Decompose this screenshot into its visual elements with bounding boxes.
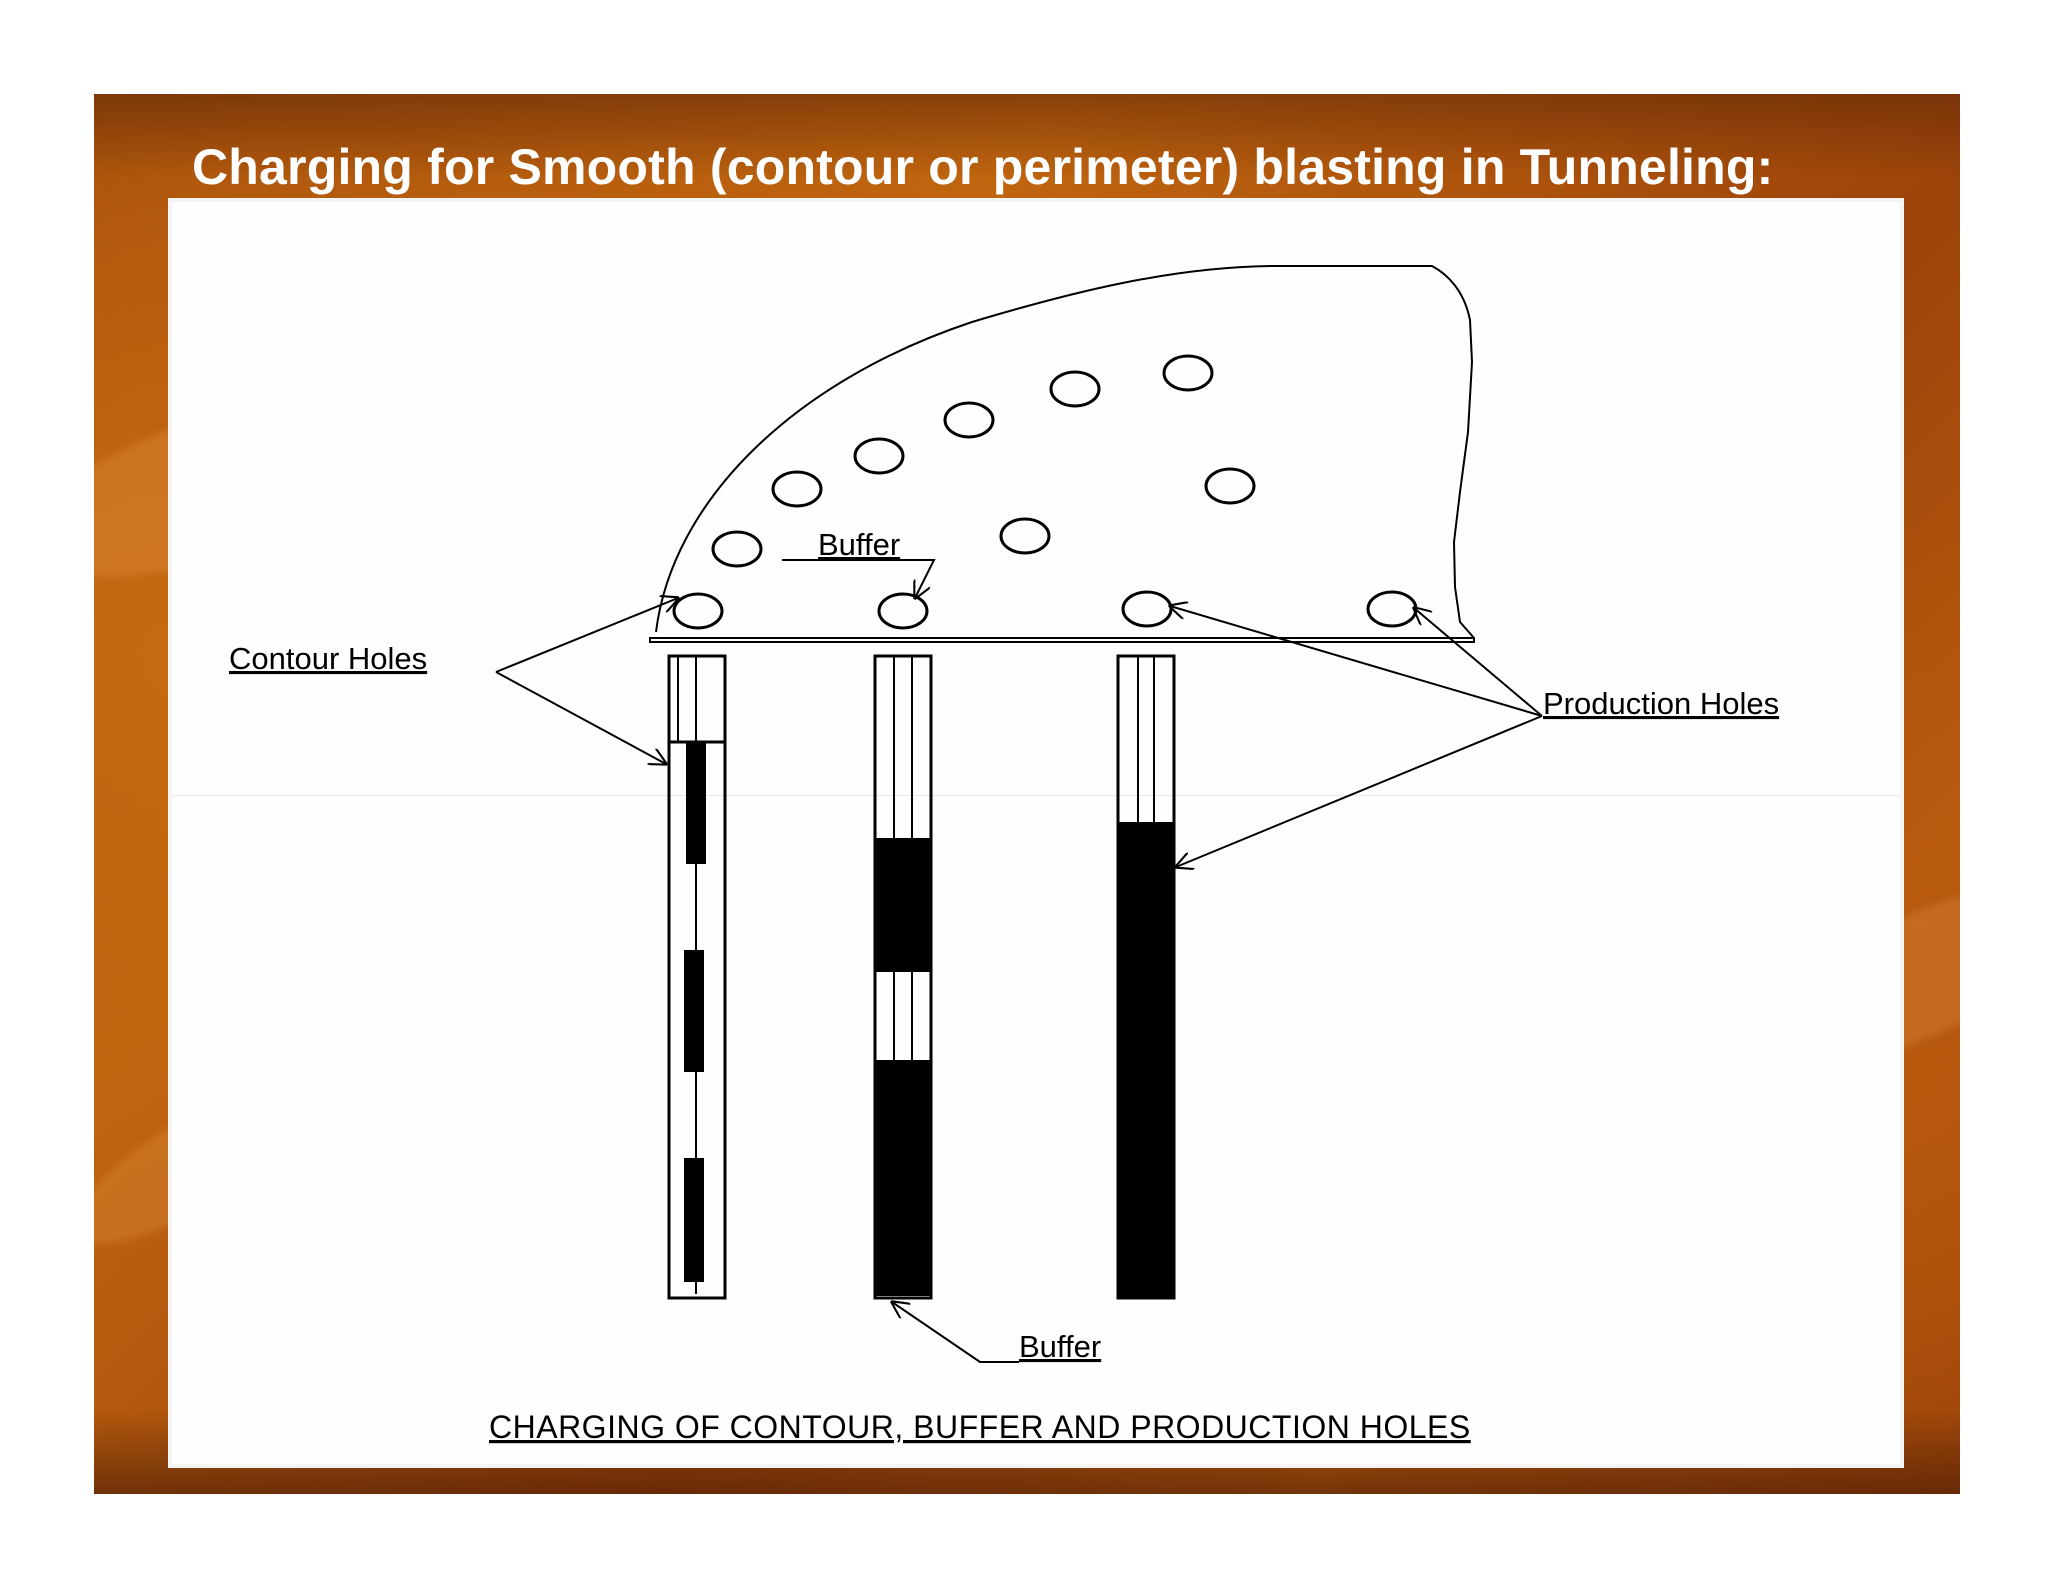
charging-diagram: Contour Holes Production Holes Buffer Bu… (229, 265, 1779, 1445)
contour-hole-column (667, 654, 727, 1300)
production-charge (1118, 822, 1174, 1298)
contour-charge (684, 950, 704, 1072)
production-hole-column (1116, 654, 1176, 1300)
contour-hole (1162, 354, 1214, 392)
contour-holes-group (672, 354, 1214, 630)
buffer-top-leader (782, 559, 936, 598)
contour-hole (672, 592, 724, 630)
production-holes-label: Production Holes (1543, 686, 1779, 721)
contour-hole (1049, 370, 1101, 408)
contour-charge (686, 742, 706, 864)
production-leader (1170, 606, 1543, 717)
production-hole (1366, 590, 1418, 628)
contour-hole (711, 530, 763, 568)
production-leader (1414, 608, 1543, 717)
contour-hole (943, 401, 995, 439)
leader-lines (495, 559, 1543, 1363)
tunnel-face-outline (655, 265, 1475, 639)
contour-hole (771, 470, 823, 508)
buffer-top-label: Buffer (818, 527, 900, 562)
contour-hole (853, 437, 905, 475)
contour-charge (684, 1158, 704, 1282)
panel-divider (172, 795, 1900, 796)
buffer-charge (875, 1060, 931, 1296)
buffer-bottom-leader (892, 1302, 1019, 1363)
contour-leader (495, 598, 678, 673)
buffer-hole (1204, 467, 1256, 505)
buffer-bottom-label: Buffer (1019, 1329, 1101, 1364)
tunnel-floor-line (649, 637, 1475, 643)
buffer-holes-group (877, 467, 1256, 630)
contour-leader (495, 671, 666, 764)
production-holes-group (1121, 590, 1418, 628)
slide-title: Charging for Smooth (contour or perimete… (192, 139, 1774, 195)
slide-background: Charging for Smooth (contour or perimete… (94, 94, 1960, 1494)
production-leader (1176, 715, 1543, 867)
production-hole (1121, 590, 1173, 628)
diagram-caption: CHARGING OF CONTOUR, BUFFER AND PRODUCTI… (489, 1409, 1471, 1445)
buffer-hole (877, 592, 929, 630)
buffer-charge (875, 838, 931, 972)
buffer-hole-column (873, 654, 933, 1300)
buffer-hole (999, 517, 1051, 555)
contour-holes-label: Contour Holes (229, 641, 427, 676)
diagram-panel: Contour Holes Production Holes Buffer Bu… (168, 198, 1904, 1468)
